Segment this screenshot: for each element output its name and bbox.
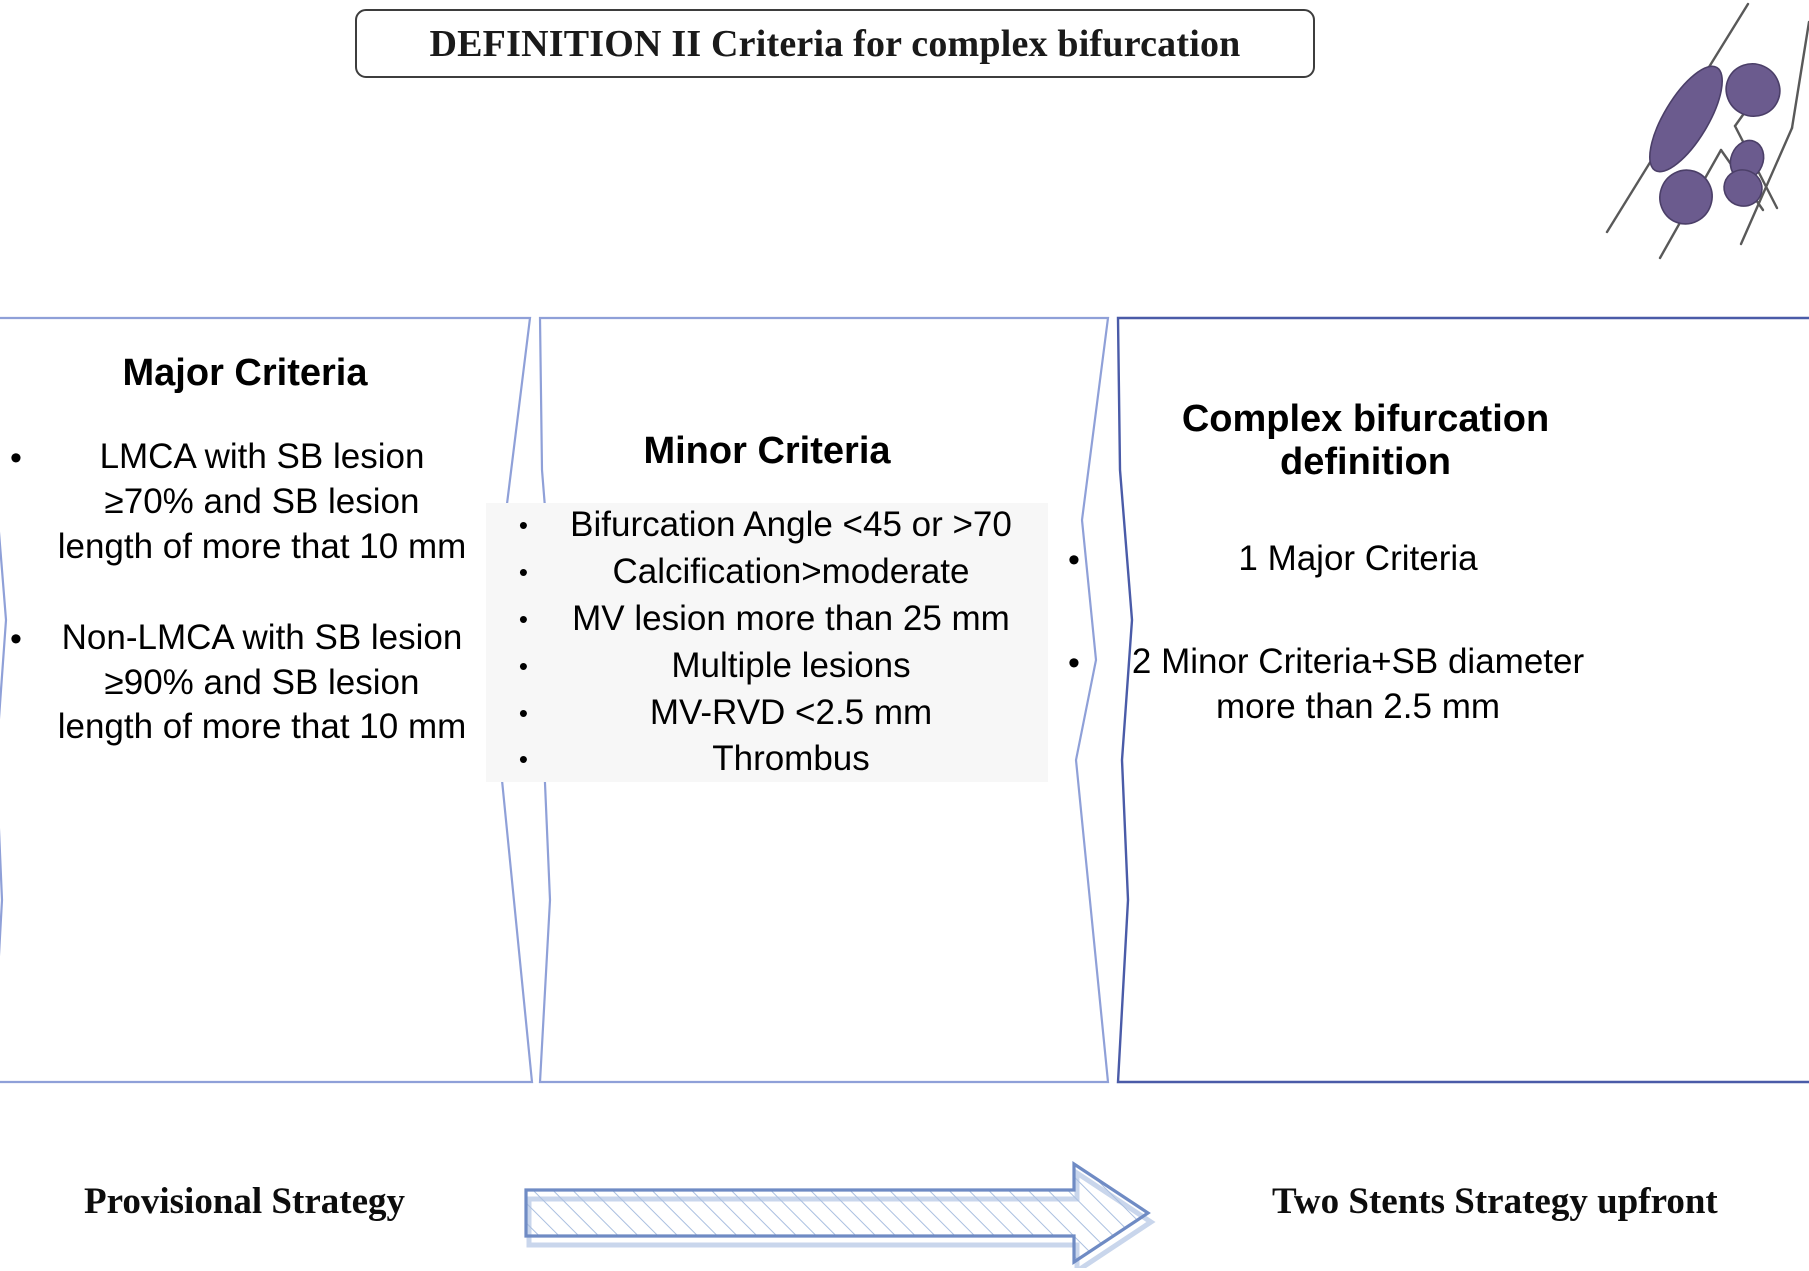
list-item-label: Calcification>moderate bbox=[612, 552, 970, 592]
bullet-dot-icon: • bbox=[518, 510, 528, 541]
bullet-dot-icon: • bbox=[518, 650, 528, 681]
bullet-dot-icon: • bbox=[10, 439, 22, 478]
panel-minor-criteria: Minor Criteria • Bifurcation Angle <45 o… bbox=[486, 430, 1048, 784]
strategy-spectrum-row: Provisional Strategy Two Stents Strategy… bbox=[0, 1150, 1809, 1271]
bullet-dot-icon: • bbox=[1068, 540, 1080, 579]
panel-definition-heading: Complex bifurcation definition bbox=[1181, 398, 1550, 484]
bullet-dot-icon: • bbox=[1068, 644, 1080, 683]
bullet-dot-icon: • bbox=[518, 557, 528, 588]
panel-major-heading: Major Criteria bbox=[122, 352, 368, 394]
panel-minor-bullet-list: • Bifurcation Angle <45 or >70 • Calcifi… bbox=[486, 503, 1048, 783]
panel-major-bullet-list: • LMCA with SB lesion ≥70% and SB lesion… bbox=[10, 435, 480, 750]
list-item-label: Bifurcation Angle <45 or >70 bbox=[570, 505, 1012, 545]
list-item: • 1 Major Criteria bbox=[1068, 537, 1608, 583]
list-item-label: Multiple lesions bbox=[671, 645, 911, 685]
list-item: • Non-LMCA with SB lesion ≥90% and SB le… bbox=[10, 616, 480, 750]
bullet-dot-icon: • bbox=[518, 697, 528, 728]
list-item-label: 1 Major Criteria bbox=[1238, 538, 1478, 578]
list-item: • LMCA with SB lesion ≥70% and SB lesion… bbox=[10, 435, 480, 569]
list-item-label: MV-RVD <2.5 mm bbox=[649, 692, 933, 732]
list-item: • 2 Minor Criteria+SB diameter more than… bbox=[1068, 640, 1608, 730]
bullet-dot-icon: • bbox=[518, 603, 528, 634]
list-item: • Thrombus bbox=[486, 737, 1048, 782]
two-stents-strategy-label: Two Stents Strategy upfront bbox=[1272, 1181, 1718, 1222]
panel-definition-bullet-list: • 1 Major Criteria • 2 Minor Criteria+SB… bbox=[1068, 537, 1608, 730]
panel-minor-heading: Minor Criteria bbox=[643, 430, 891, 472]
list-item: • MV lesion more than 25 mm bbox=[486, 597, 1048, 642]
list-item-label: Thrombus bbox=[712, 739, 870, 779]
page-title: DEFINITION II Criteria for complex bifur… bbox=[429, 22, 1241, 65]
panel-major-criteria: Major Criteria • LMCA with SB lesion ≥70… bbox=[10, 352, 480, 796]
bullet-dot-icon: • bbox=[10, 619, 22, 658]
list-item-label: MV lesion more than 25 mm bbox=[572, 598, 1010, 638]
panel-complex-bifurcation-definition: Complex bifurcation definition • 1 Major… bbox=[1068, 398, 1608, 788]
list-item: • Bifurcation Angle <45 or >70 bbox=[486, 503, 1048, 548]
list-item: • Multiple lesions bbox=[486, 644, 1048, 689]
list-item: • Calcification>moderate bbox=[486, 550, 1048, 595]
coronary-bifurcation-illustration bbox=[1585, 0, 1809, 262]
list-item: • MV-RVD <2.5 mm bbox=[486, 691, 1048, 736]
list-item-label: 2 Minor Criteria+SB diameter more than 2… bbox=[1131, 642, 1585, 726]
provisional-strategy-label: Provisional Strategy bbox=[84, 1181, 405, 1222]
right-arrow-hatched-icon bbox=[520, 1158, 1240, 1271]
list-item-label: Non-LMCA with SB lesion ≥90% and SB lesi… bbox=[57, 617, 467, 747]
list-item-label: LMCA with SB lesion ≥70% and SB lesion l… bbox=[57, 437, 467, 566]
bullet-dot-icon: • bbox=[518, 744, 528, 775]
title-box: DEFINITION II Criteria for complex bifur… bbox=[355, 9, 1315, 78]
